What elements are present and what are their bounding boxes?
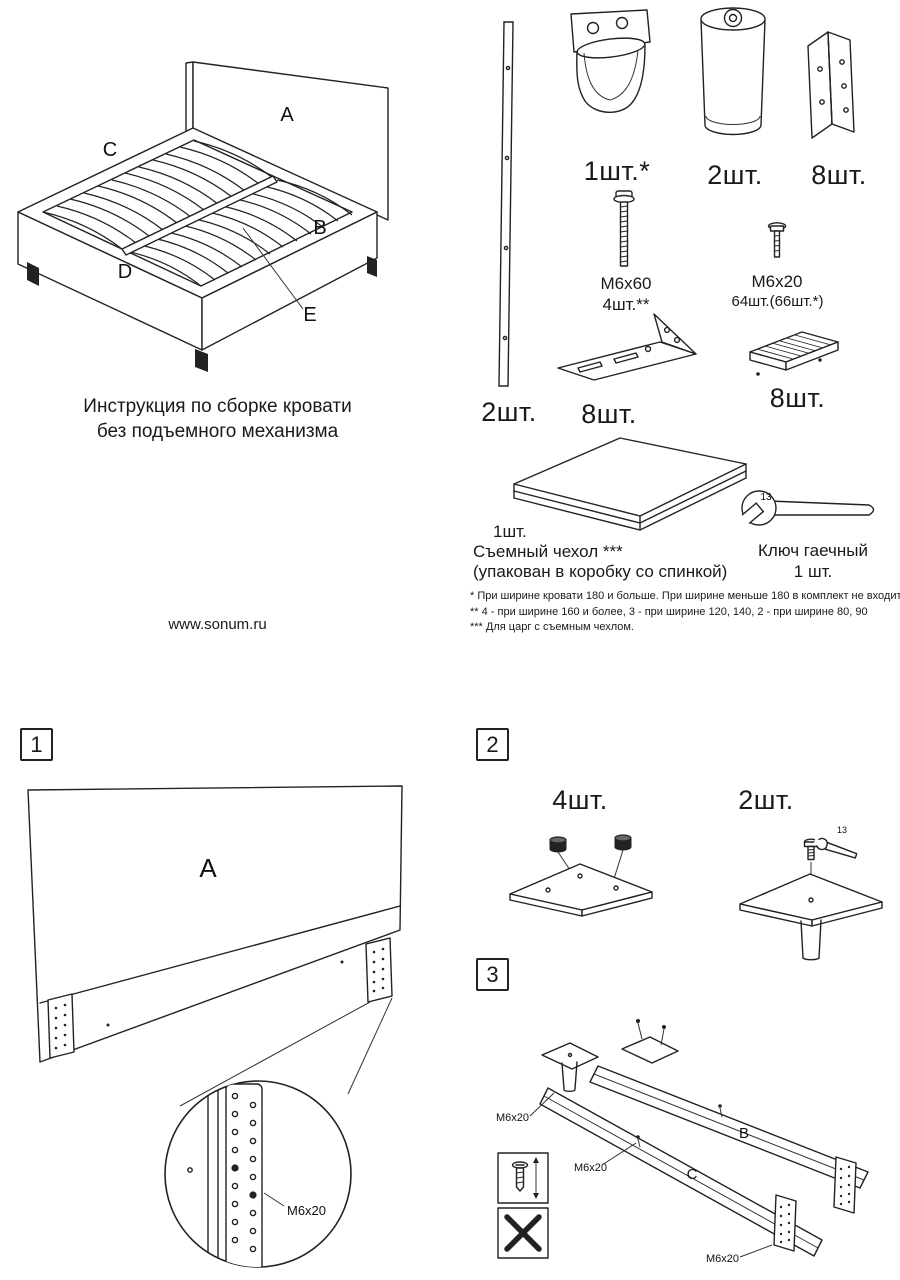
flat-bracket-illustration	[557, 313, 697, 381]
part-qty-side-strip: 2шт.	[481, 397, 537, 427]
slat-holder-illustration	[749, 331, 839, 376]
screw-fully-icon	[497, 1152, 549, 1204]
step3-callout-2: М6х20	[574, 1162, 607, 1174]
part-qty-leg: 2шт.	[707, 160, 763, 190]
step3-rail-b-label: B	[739, 1125, 749, 1142]
step-2-number: 2	[476, 728, 509, 761]
part-name-cover: Съемный чехол ***	[473, 542, 623, 561]
part-qty-flat-bracket: 8шт.	[581, 399, 637, 429]
step1-illustration: М6х20 A	[27, 785, 403, 1268]
step-1-number: 1	[20, 728, 53, 761]
cover-illustration	[513, 437, 747, 531]
part-qty-corner-angle: 8шт.	[811, 160, 867, 190]
part-name-bolt-long: М6х60	[600, 274, 652, 293]
part-qty-bolt-short: 64шт.(66шт.*)	[731, 293, 824, 310]
center-rail	[121, 175, 278, 256]
footnotes: * При ширине кровати 180 и больше. При ш…	[470, 589, 900, 636]
part-qty-wrench: 1 шт.	[793, 562, 833, 581]
step3-callout-3: М6х20	[706, 1253, 739, 1265]
footnote-3: *** Для царг с съемным чехлом.	[470, 621, 634, 633]
leg-illustration	[700, 7, 766, 136]
part-qty-center-support: 1шт.*	[583, 156, 651, 186]
step3-illustration: М6х20 М6х20 М6х20 B C	[496, 1019, 869, 1265]
step2-illustration: 13	[509, 825, 883, 961]
wrench-illustration: 13	[740, 490, 875, 526]
bolt-m6x60-illustration	[613, 190, 635, 267]
end-plate-rail-c	[773, 1194, 797, 1252]
step3-rail-c-label: C	[687, 1166, 698, 1183]
title-line-1: Инструкция по сборке кровати	[83, 396, 352, 417]
part-note-cover: (упакован в коробку со спинкой)	[473, 562, 728, 581]
bed-legs	[27, 256, 377, 372]
mini-wrench-icon	[813, 837, 858, 859]
title-line-2: без подъемного механизма	[96, 421, 339, 442]
side-strip-illustration	[498, 21, 514, 387]
footnote-1: * При ширине кровати 180 и больше. При ш…	[470, 590, 900, 602]
bed-label-c: C	[103, 139, 117, 161]
step2-leg	[800, 919, 822, 961]
bed-label-a: A	[280, 104, 294, 126]
step3-callout-1: М6х20	[496, 1112, 529, 1124]
website-text: www.sonum.ru	[168, 616, 267, 633]
zoom-detail	[187, 1081, 263, 1267]
part-name-wrench: Ключ гаечный	[758, 541, 868, 560]
step1-panel-label: A	[199, 853, 217, 883]
bed-label-d: D	[118, 261, 132, 283]
do-not-overtighten-icon	[497, 1207, 549, 1259]
corner-bracket-with-leg	[541, 1042, 599, 1092]
part-name-bolt-short: М6х20	[751, 272, 803, 291]
cover-label-block: 1шт. Съемный чехол *** (упакован в короб…	[473, 522, 727, 582]
part-qty-bolt-long: 4шт.**	[602, 295, 650, 314]
step-3-number: 3	[476, 958, 509, 991]
page-title: Инструкция по сборке кровати без подъемн…	[55, 394, 380, 444]
wrench-size-label: 13	[760, 492, 772, 503]
end-plate-rail-b	[833, 1156, 857, 1214]
bed-label-b: B	[313, 217, 326, 239]
bolt-m6x20-illustration	[767, 222, 787, 258]
bed-label-e: E	[303, 304, 316, 326]
footnote-2: ** 4 - при ширине 160 и более, 3 - при ш…	[470, 605, 868, 618]
plate-screw-dots	[54, 947, 385, 1050]
part-qty-cover: 1шт.	[493, 522, 527, 541]
step2-qty-right: 2шт.	[738, 785, 794, 815]
rubber-feet	[549, 834, 632, 853]
center-support-illustration	[570, 9, 651, 113]
label-e-leader	[242, 227, 304, 310]
part-qty-slat-holder: 8шт.	[769, 383, 826, 413]
step2-qty-left: 4шт.	[552, 785, 608, 815]
step1-callout-m6x20: М6х20	[287, 1203, 326, 1218]
bed-slats	[42, 140, 353, 287]
corner-angle-illustration	[807, 31, 855, 139]
corner-bracket	[621, 1019, 679, 1064]
step2-wrench-size: 13	[837, 825, 847, 835]
bed-overview-illustration: A C B D E	[17, 61, 389, 372]
